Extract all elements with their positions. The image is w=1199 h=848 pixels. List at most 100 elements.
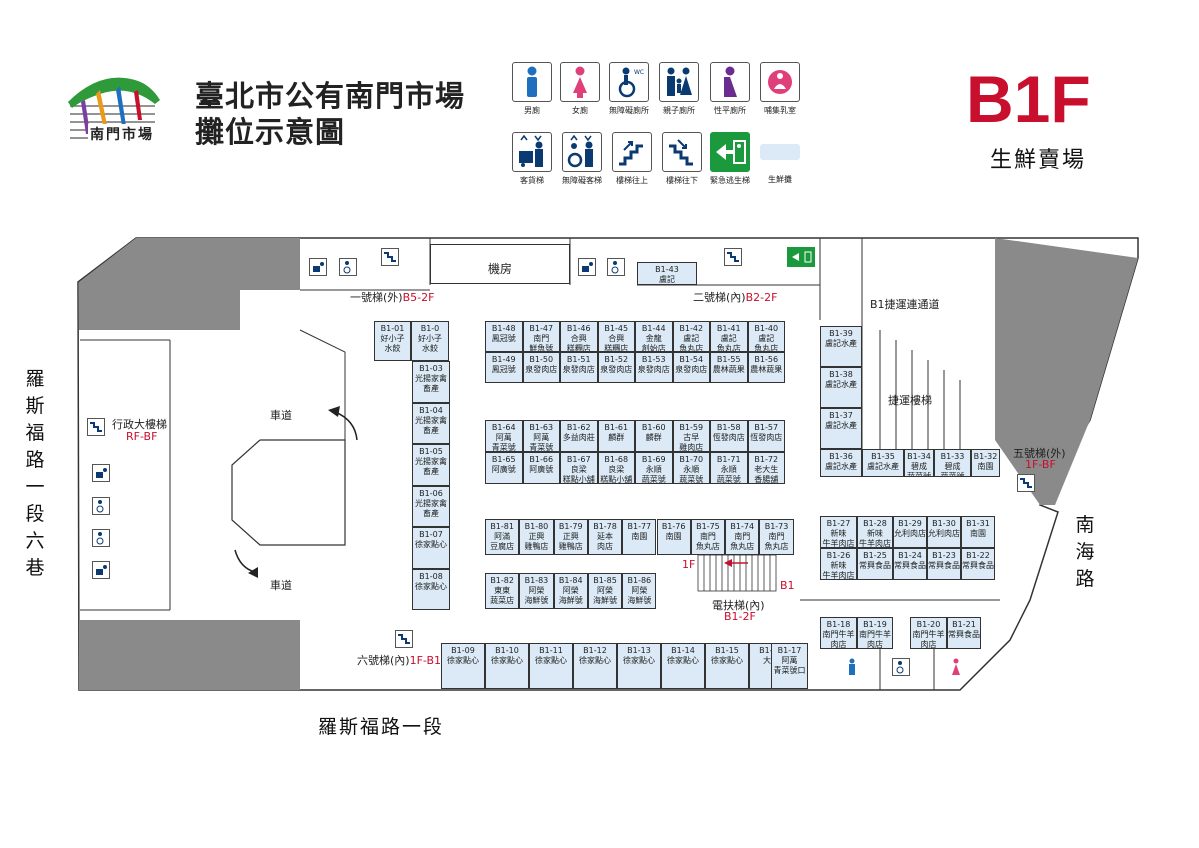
stairs-down-icon[interactable] (87, 418, 105, 436)
stairs-down-icon[interactable] (395, 630, 413, 648)
accessible-elevator-icon[interactable] (607, 258, 625, 276)
stairs-down-icon[interactable] (1017, 474, 1035, 492)
accessible-elevator-icon[interactable] (92, 529, 110, 547)
freight-elevator-icon[interactable] (92, 561, 110, 579)
stairs-down-icon[interactable] (381, 248, 399, 266)
female-restroom-icon[interactable] (947, 658, 965, 676)
freight-elevator-icon[interactable] (578, 258, 596, 276)
freight-elevator-icon[interactable] (92, 464, 110, 482)
freight-elevator-icon[interactable] (309, 258, 327, 276)
accessible-elevator-icon[interactable] (339, 258, 357, 276)
stairs-down-icon[interactable] (724, 248, 742, 266)
male-restroom-icon[interactable] (843, 658, 861, 676)
emergency-exit-icon[interactable] (787, 247, 815, 267)
accessible-wc-icon[interactable] (892, 658, 910, 676)
accessible-elevator-icon[interactable] (92, 497, 110, 515)
